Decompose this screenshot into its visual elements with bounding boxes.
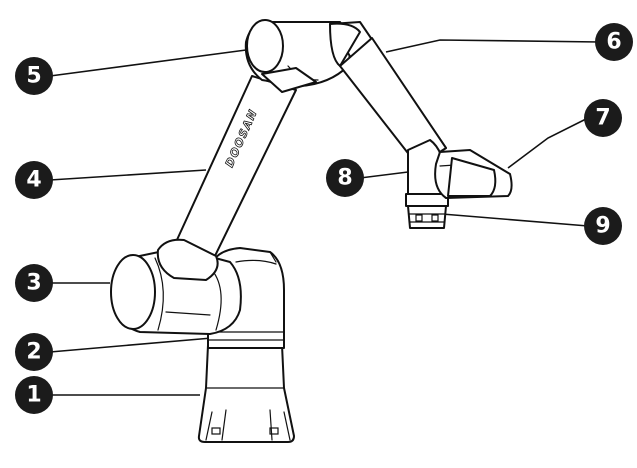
leader-line-4 — [49, 169, 207, 181]
callout-5-label: 5 — [26, 64, 41, 89]
callout-8-label: 8 — [337, 166, 352, 191]
tool-flange — [407, 205, 447, 229]
leader-line-2 — [49, 337, 213, 353]
callout-4-label: 4 — [26, 168, 41, 193]
callout-7: 7 — [584, 99, 622, 137]
wrist-joint-2 — [434, 149, 513, 199]
callout-9: 9 — [584, 207, 622, 245]
leader-line-9 — [441, 213, 589, 227]
callout-5: 5 — [15, 57, 53, 95]
leader-line-8 — [359, 171, 409, 179]
callout-1-label: 1 — [26, 383, 41, 408]
callout-3-label: 3 — [26, 271, 41, 296]
callout-9-label: 9 — [595, 214, 610, 239]
lower-arm: DOOSAN — [156, 75, 297, 281]
leader-line-5 — [49, 49, 247, 77]
callout-3: 3 — [15, 264, 53, 302]
leader-lines — [49, 39, 601, 396]
callout-8: 8 — [326, 159, 364, 197]
callout-7-label: 7 — [595, 106, 610, 131]
callout-6: 6 — [595, 23, 633, 61]
callout-6-label: 6 — [606, 30, 621, 55]
leader-line-6 — [385, 39, 601, 53]
callout-4: 4 — [15, 161, 53, 199]
callout-2: 2 — [15, 333, 53, 371]
leader-line-7 — [507, 117, 589, 169]
callout-2-label: 2 — [26, 340, 41, 365]
base — [197, 344, 295, 443]
callout-1: 1 — [15, 376, 53, 414]
upper-arm — [329, 21, 447, 167]
